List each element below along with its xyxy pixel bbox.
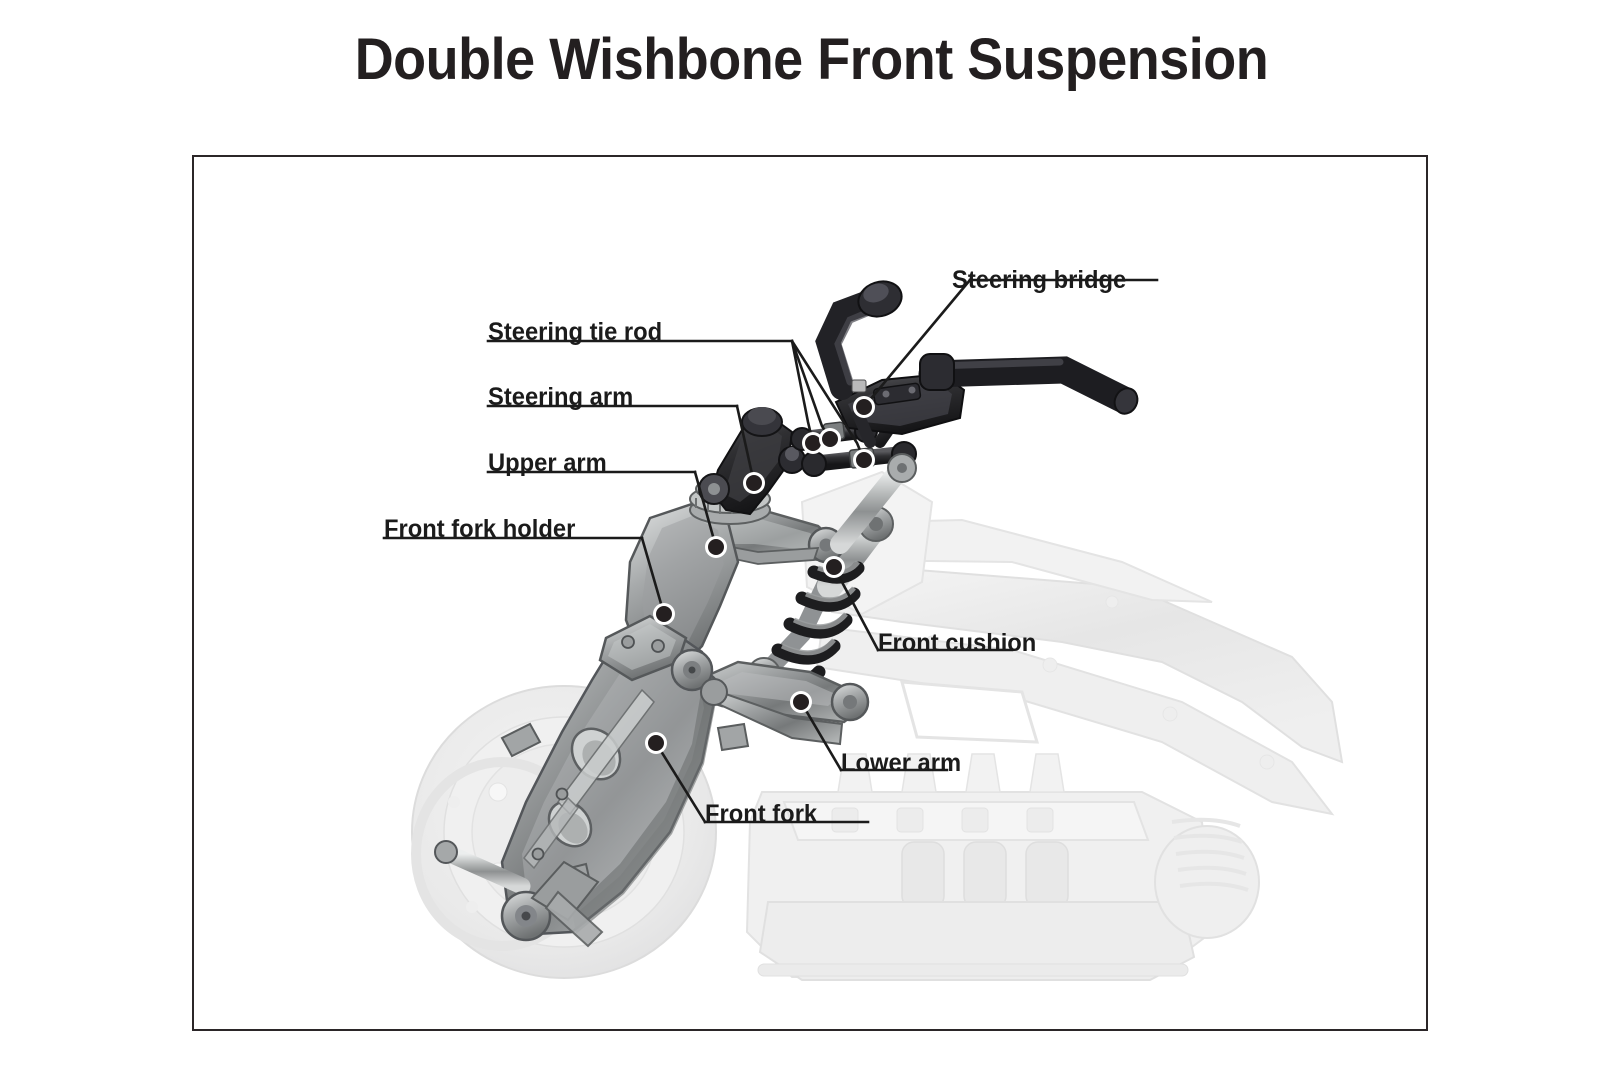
callout-dot-front-cushion-0 [826,559,842,575]
callout-dot-lower-arm-0 [793,694,809,710]
callout-label-front-cushion: Front cushion [878,629,1037,657]
page-title: Double Wishbone Front Suspension [354,27,1269,92]
callout-label-front-fork: Front fork [705,800,818,828]
steering-arm-part [698,407,806,516]
callout-leader-front-fork-holder-0 [640,536,666,616]
callout-leader-upper-arm-0 [693,470,718,549]
callout-dot-steering-bridge-0 [856,399,872,415]
callout-dot-front-fork-holder-0 [656,606,672,622]
lower-ball-joint [670,648,728,706]
steering-bridge-part [815,280,1139,448]
callout-label-lower-arm: Lower arm [841,749,962,777]
callout-dot-steering-arm-0 [746,475,762,491]
front-fork-part [434,614,750,948]
upper-strut-part [830,453,917,554]
callout-dot-steering-tie-rod-2 [856,452,872,468]
callout-leader-front-fork-0 [654,741,707,824]
callout-dot-upper-arm-0 [708,539,724,555]
callout-label-steering-bridge: Steering bridge [952,266,1127,294]
callout-label-front-fork-holder: Front fork holder [384,515,576,543]
callout-dot-steering-tie-rod-1 [822,431,838,447]
front-axle [434,840,552,942]
callout-leader-lower-arm-0 [799,700,843,772]
suspension-diagram [382,278,1344,981]
callout-leader-steering-arm-0 [735,404,756,485]
callout-label-steering-tie-rod: Steering tie rod [488,318,663,346]
callout-label-upper-arm: Upper arm [488,449,607,477]
callout-leader-front-cushion-0 [832,565,880,652]
callout-dot-front-fork-0 [648,735,664,751]
callout-label-steering-arm: Steering arm [488,383,634,411]
callout-dot-steering-tie-rod-0 [805,435,821,451]
ghost-engine [745,753,1260,981]
callout-dot-layer [645,396,875,754]
callout-leader-steering-bridge-0 [862,278,972,409]
